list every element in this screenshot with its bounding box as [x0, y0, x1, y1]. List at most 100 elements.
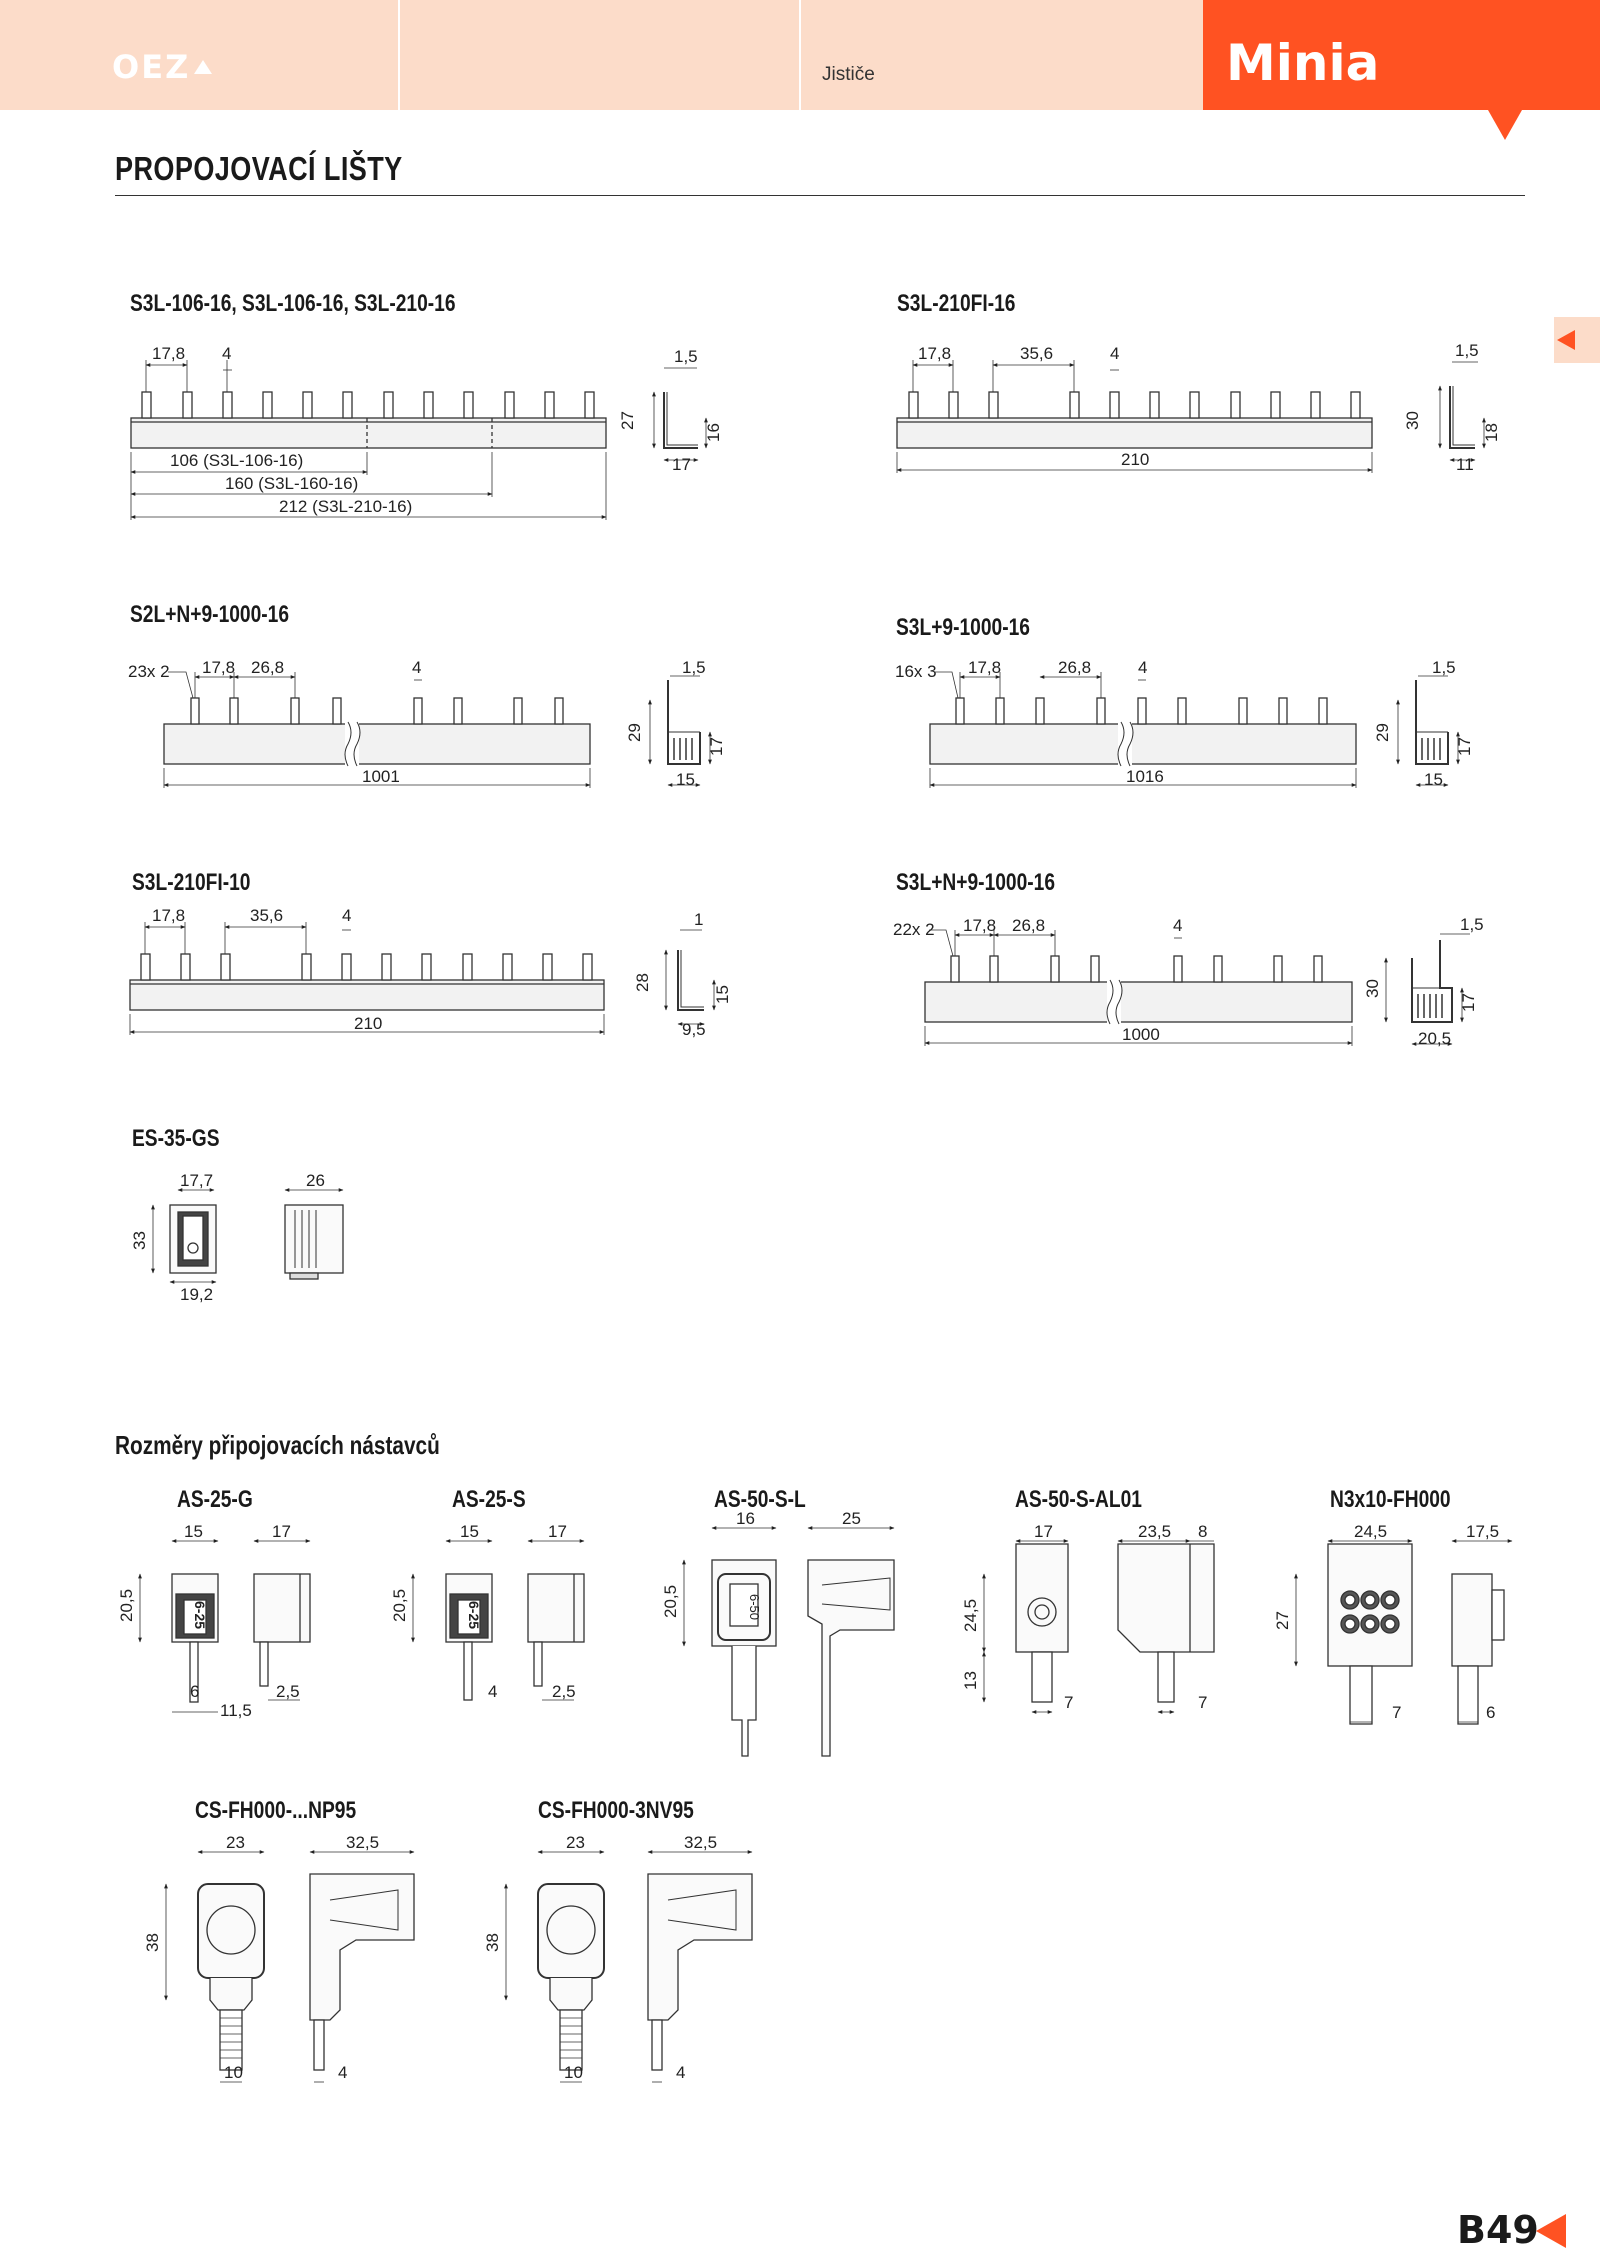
oez-logo: OEZ — [112, 48, 191, 86]
dims-c2: 15 17 20,5 4 2,5 6-25 — [390, 1522, 576, 1701]
svg-text:32,5: 32,5 — [684, 1833, 717, 1852]
svg-text:17: 17 — [1034, 1522, 1053, 1541]
header-divider — [398, 0, 400, 110]
svg-text:38: 38 — [483, 1933, 502, 1952]
svg-text:23x 2: 23x 2 — [128, 662, 170, 681]
svg-text:13: 13 — [961, 1671, 980, 1690]
section-title-s7: ES-35-GS — [132, 1125, 220, 1152]
section-title-s3: S2L+N+9-1000-16 — [130, 601, 290, 628]
svg-text:6-50: 6-50 — [747, 1594, 762, 1620]
svg-text:17: 17 — [1459, 993, 1478, 1012]
svg-text:29: 29 — [625, 723, 644, 742]
connector-title-c4: AS-50-S-AL01 — [1015, 1486, 1142, 1513]
svg-text:17,8: 17,8 — [152, 344, 185, 363]
svg-text:11: 11 — [1456, 455, 1474, 474]
svg-text:17: 17 — [272, 1522, 291, 1541]
svg-text:212 (S3L-210-16): 212 (S3L-210-16) — [279, 497, 412, 516]
svg-text:26,8: 26,8 — [1012, 916, 1045, 935]
svg-text:1,5: 1,5 — [674, 347, 698, 366]
arrow-left-icon[interactable] — [1536, 2214, 1566, 2248]
connector-drawing-c2 — [411, 1539, 585, 1701]
brand-pointer-icon — [1488, 110, 1522, 140]
svg-text:11,5: 11,5 — [220, 1701, 252, 1720]
connector-title-c2: AS-25-S — [452, 1486, 526, 1513]
section-title-s1: S3L-106-16, S3L-106-16, S3L-210-16 — [130, 290, 456, 317]
svg-text:7: 7 — [1064, 1693, 1073, 1712]
connector-title-c5: N3x10-FH000 — [1330, 1486, 1451, 1513]
busbar-drawing-s1 — [130, 360, 708, 520]
arrow-left-icon[interactable] — [1557, 330, 1575, 350]
svg-text:16x 3: 16x 3 — [895, 662, 937, 681]
svg-text:25: 25 — [842, 1509, 861, 1528]
svg-text:1016: 1016 — [1126, 767, 1164, 786]
svg-text:17,8: 17,8 — [202, 658, 235, 677]
svg-text:29: 29 — [1373, 723, 1392, 742]
svg-text:20,5: 20,5 — [661, 1585, 680, 1618]
section-title-s4: S3L+9-1000-16 — [896, 614, 1030, 641]
svg-text:17: 17 — [1455, 737, 1474, 756]
svg-text:23: 23 — [566, 1833, 585, 1852]
svg-text:20,5: 20,5 — [117, 1589, 136, 1622]
svg-text:1001: 1001 — [362, 767, 400, 786]
dims-c6: 23 32,5 38 10 4 — [143, 1833, 379, 2082]
svg-text:27: 27 — [618, 411, 637, 430]
dims-c1: 15 17 20,5 6 11,5 2,5 6-25 — [117, 1522, 300, 1720]
svg-text:1,5: 1,5 — [1455, 341, 1479, 360]
busbar-drawing-s3 — [163, 671, 712, 788]
svg-text:17,5: 17,5 — [1466, 1522, 1499, 1541]
dims-s4: 16x 3 17,8 26,8 4 1,5 29 17 1016 15 — [895, 658, 1474, 789]
svg-text:17,8: 17,8 — [152, 906, 185, 925]
svg-text:17: 17 — [548, 1522, 567, 1541]
svg-text:18: 18 — [1482, 423, 1501, 442]
section-title-s6: S3L+N+9-1000-16 — [896, 869, 1056, 896]
svg-text:17,8: 17,8 — [968, 658, 1001, 677]
svg-text:2,5: 2,5 — [552, 1682, 576, 1701]
busbar-drawing-s4 — [929, 671, 1460, 788]
svg-text:26: 26 — [306, 1171, 325, 1190]
svg-text:4: 4 — [342, 906, 351, 925]
page-title: PROPOJOVACÍ LIŠTY — [115, 150, 403, 187]
svg-text:35,6: 35,6 — [250, 906, 283, 925]
svg-text:27: 27 — [1273, 1611, 1292, 1630]
dims-s5: 17,8 35,6 4 1 28 15 210 9,5 — [152, 906, 732, 1039]
svg-text:35,6: 35,6 — [1020, 344, 1053, 363]
connector-title-c6: CS-FH000-...NP95 — [195, 1797, 357, 1824]
svg-text:4: 4 — [1110, 344, 1119, 363]
connector-title-c7: CS-FH000-3NV95 — [538, 1797, 694, 1824]
section-title-s2: S3L-210FI-16 — [897, 290, 1016, 317]
svg-text:7: 7 — [1392, 1703, 1401, 1722]
svg-text:26,8: 26,8 — [251, 658, 284, 677]
connector-drawing-c4 — [982, 1539, 1215, 1714]
svg-text:19,2: 19,2 — [180, 1285, 213, 1304]
svg-text:28: 28 — [633, 973, 652, 992]
dims-s2: 17,8 35,6 4 1,5 30 18 11 210 — [918, 341, 1501, 474]
brand-tab: Minia — [1203, 0, 1600, 110]
connector-title-c3: AS-50-S-L — [714, 1486, 806, 1513]
svg-text:1,5: 1,5 — [682, 658, 706, 677]
svg-text:4: 4 — [676, 2063, 685, 2082]
svg-text:4: 4 — [1138, 658, 1147, 677]
svg-text:15: 15 — [460, 1522, 479, 1541]
svg-text:8: 8 — [1198, 1522, 1207, 1541]
svg-text:32,5: 32,5 — [346, 1833, 379, 1852]
svg-text:1000: 1000 — [1122, 1025, 1160, 1044]
page-number: B49 — [1457, 2208, 1539, 2252]
svg-text:1: 1 — [694, 910, 703, 929]
svg-text:20,5: 20,5 — [390, 1589, 409, 1622]
svg-text:106 (S3L-106-16): 106 (S3L-106-16) — [170, 451, 303, 470]
svg-text:24,5: 24,5 — [1354, 1522, 1387, 1541]
connector-drawing-c7 — [504, 1850, 753, 2083]
svg-text:1,5: 1,5 — [1432, 658, 1456, 677]
dims-c7: 23 32,5 38 10 4 — [483, 1833, 717, 2082]
svg-text:16: 16 — [736, 1509, 755, 1528]
svg-text:30: 30 — [1403, 411, 1422, 430]
svg-text:17: 17 — [672, 455, 691, 474]
dims-c5: 24,5 17,5 27 7 6 — [1273, 1522, 1499, 1722]
svg-text:20,5: 20,5 — [1418, 1029, 1451, 1048]
svg-text:1,5: 1,5 — [1460, 915, 1484, 934]
svg-text:38: 38 — [143, 1933, 162, 1952]
svg-text:4: 4 — [412, 658, 421, 677]
brand-title: Minia — [1226, 34, 1380, 92]
dims-s6: 22x 2 17,8 26,8 4 1,5 30 17 1000 20,5 — [893, 915, 1484, 1048]
